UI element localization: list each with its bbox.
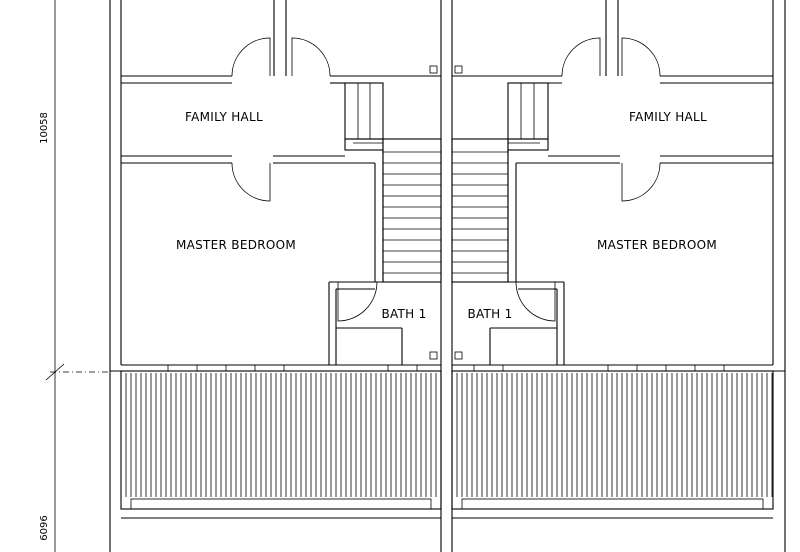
room-label-master-bedroom-right: MASTER BEDROOM — [597, 238, 717, 252]
right-doors — [515, 37, 661, 322]
room-label-family-hall-left: FAMILY HALL — [185, 110, 263, 124]
room-label-bath-right: BATH 1 — [467, 307, 512, 321]
left-doors — [231, 37, 378, 322]
porch-right — [451, 370, 774, 510]
left-stair — [344, 82, 442, 283]
room-label-bath-left: BATH 1 — [381, 307, 426, 321]
dimension-label-lower: 6096 — [39, 515, 50, 540]
porch-left — [120, 370, 442, 510]
room-label-family-hall-right: FAMILY HALL — [629, 110, 707, 124]
dimension-line — [45, 0, 110, 552]
right-stair — [451, 82, 549, 283]
dimension-label-upper: 10058 — [39, 112, 50, 144]
room-label-master-bedroom-left: MASTER BEDROOM — [176, 238, 296, 252]
